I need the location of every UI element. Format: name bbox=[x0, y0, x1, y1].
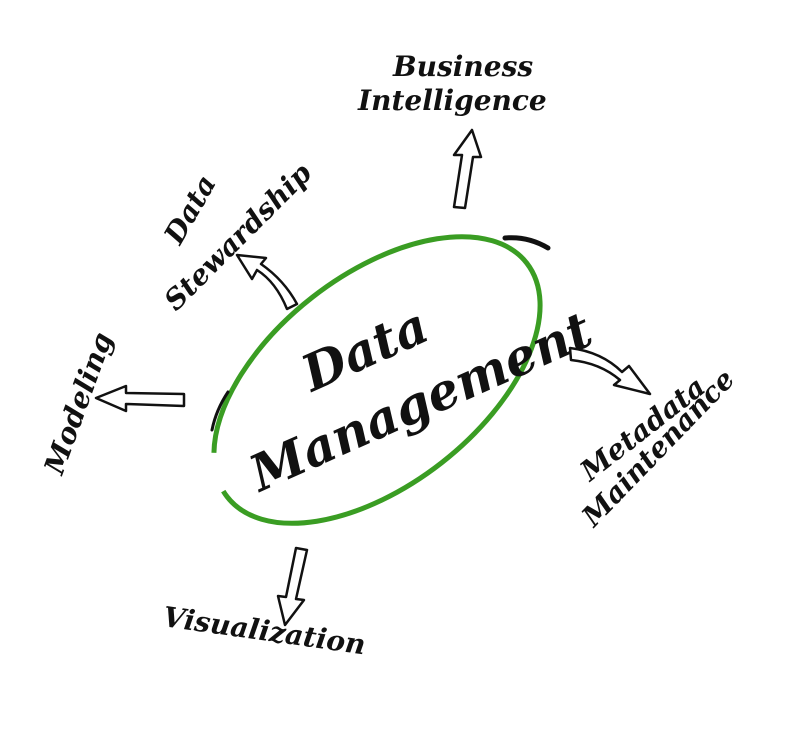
arrow-left-icon bbox=[94, 384, 186, 413]
arrow-down-icon bbox=[276, 546, 309, 627]
center-ring-tip bbox=[502, 235, 551, 251]
center-ring bbox=[210, 234, 551, 526]
curved-arrow-up-left-icon bbox=[235, 253, 299, 311]
center-ring-stroke bbox=[211, 234, 543, 526]
arrow-up-icon bbox=[452, 128, 483, 210]
curved-arrow-down-right-icon bbox=[568, 346, 652, 396]
center-ring-tip bbox=[210, 390, 230, 432]
label-business-intelligence-line-1: Business bbox=[392, 50, 533, 83]
label-visualization: Visualization bbox=[161, 600, 368, 661]
label-business-intelligence-line-2: Intelligence bbox=[357, 84, 547, 117]
